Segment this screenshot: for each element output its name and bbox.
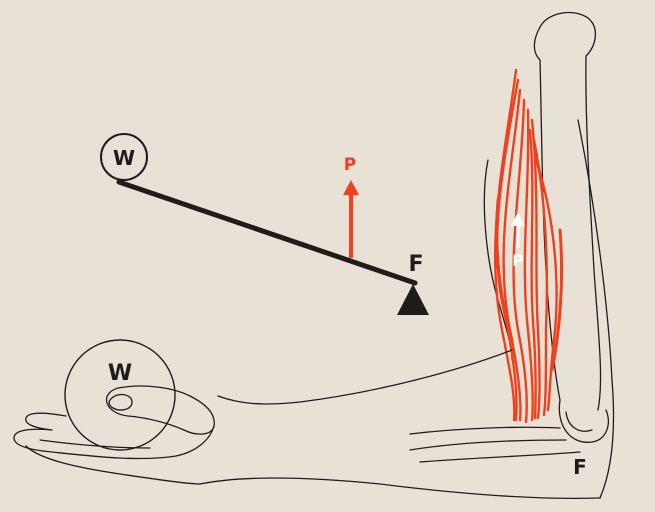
lever-model: W F P — [101, 134, 429, 315]
lever-fulcrum-label: F — [408, 252, 423, 277]
forearm-bone-line-3 — [420, 452, 580, 462]
lever-weight-label: W — [113, 146, 135, 170]
thumbnail — [109, 395, 132, 410]
lever-bar — [119, 182, 415, 283]
forearm-bone-line — [410, 427, 560, 434]
arm-weight-label: W — [108, 361, 132, 386]
palm-fingers — [14, 413, 214, 458]
forearm-bottom — [200, 478, 600, 498]
lever-fulcrum-triangle — [397, 284, 429, 315]
arm-effort-label: P — [512, 251, 524, 270]
lever-effort-arrowhead — [343, 180, 359, 195]
biceps-muscle — [495, 70, 561, 422]
elbow-joint-inner — [566, 412, 592, 431]
forearm-bone-line-2 — [410, 440, 566, 450]
lever-effort-label: P — [344, 155, 356, 175]
arm-effort-arrowhead — [511, 212, 525, 226]
forearm-top — [218, 350, 512, 404]
elbow-joint — [559, 400, 608, 442]
arm-illustration: P W F — [14, 12, 614, 498]
arm-fulcrum-label: F — [573, 455, 587, 479]
